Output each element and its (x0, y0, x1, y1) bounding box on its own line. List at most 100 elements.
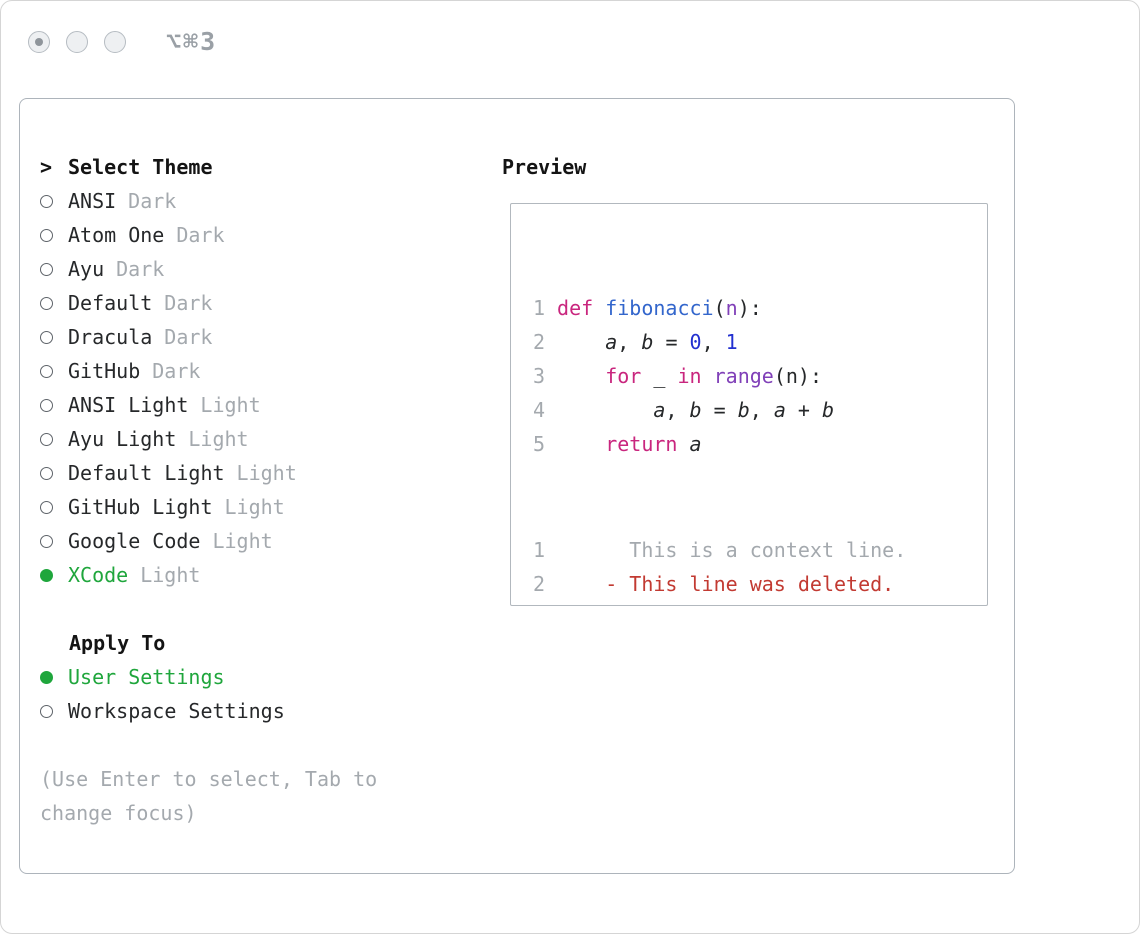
radio-icon (40, 432, 53, 446)
traffic-light-minimize[interactable] (66, 30, 88, 53)
traffic-light-zoom[interactable] (104, 30, 126, 53)
code-token: in (677, 364, 702, 388)
line-number: 1 (533, 538, 546, 562)
code-token (557, 330, 605, 354)
code-token: _ (641, 364, 678, 388)
code-token (557, 364, 605, 388)
line-number: 2 (533, 330, 546, 354)
apply-option-user-settings[interactable]: User Settings (40, 660, 445, 694)
theme-name: ANSI Light (68, 393, 189, 417)
apply-option-label: User Settings (68, 665, 225, 689)
code-token: b (737, 398, 750, 422)
theme-name: Ayu Light (68, 427, 177, 451)
theme-option-github[interactable]: GitHub Dark (40, 354, 445, 388)
line-number: 3 (533, 364, 546, 388)
code-token: fibonacci (605, 296, 714, 320)
theme-variant: Dark (152, 359, 201, 383)
radio-icon (40, 364, 53, 378)
theme-variant: Light (236, 461, 297, 485)
diff-line-deleted: 2 - This line was deleted. (533, 567, 987, 601)
theme-variant: Dark (116, 257, 165, 281)
code-token: 0 (689, 330, 702, 354)
theme-option-xcode[interactable]: XCode Light (40, 558, 445, 592)
code-token: def (557, 296, 606, 320)
theme-name: GitHub (68, 359, 141, 383)
code-token: (n): (773, 364, 822, 388)
traffic-light-dot-icon (35, 37, 43, 46)
theme-name: ANSI (68, 189, 117, 213)
code-token: 1 (725, 330, 738, 354)
diff-line-context: 1 This is a context line. (533, 533, 987, 567)
radio-icon (40, 228, 53, 242)
theme-option-ansi-light[interactable]: ANSI Light Light (40, 388, 445, 422)
code-token: = (701, 398, 738, 422)
diff-text: This line was deleted. (629, 572, 895, 596)
code-token: b (641, 330, 654, 354)
theme-variant: Light (140, 563, 201, 587)
radio-icon (40, 330, 53, 344)
diff-marker: - (557, 572, 630, 596)
theme-variant: Light (200, 393, 261, 417)
code-token (702, 364, 714, 388)
code-line: 4 a, b = b, a + b (533, 393, 987, 427)
apply-option-label: Workspace Settings (68, 699, 285, 723)
theme-option-ayu[interactable]: Ayu Dark (40, 252, 445, 286)
theme-variant: Dark (164, 291, 213, 315)
theme-name: Atom One (68, 223, 165, 247)
code-token: ( (713, 296, 726, 320)
theme-option-default[interactable]: Default Dark (40, 286, 445, 320)
theme-variant: Light (188, 427, 249, 451)
code-line: 3 for _ in range(n): (533, 359, 987, 393)
code-token: b (689, 398, 702, 422)
radio-selected-icon (40, 568, 53, 582)
code-token: a (653, 398, 666, 422)
code-token (677, 432, 689, 456)
select-theme-title: Select Theme (68, 155, 213, 179)
theme-name: Default (68, 291, 153, 315)
radio-icon (40, 500, 53, 514)
theme-name: XCode (68, 563, 129, 587)
theme-variant: Light (212, 529, 273, 553)
theme-option-google-code[interactable]: Google Code Light (40, 524, 445, 558)
apply-option-workspace-settings[interactable]: Workspace Settings (40, 694, 445, 728)
code-line: 2 a, b = 0, 1 (533, 325, 987, 359)
radio-icon (40, 262, 53, 276)
theme-name: Ayu (68, 257, 105, 281)
window-shortcut-label: ⌥⌘3 (166, 27, 218, 56)
select-theme-header: >Select Theme (40, 150, 445, 184)
code-token: return (605, 432, 678, 456)
code-token: , (617, 330, 642, 354)
code-token: n (725, 296, 738, 320)
theme-option-ayu-light[interactable]: Ayu Light Light (40, 422, 445, 456)
theme-option-default-light[interactable]: Default Light Light (40, 456, 445, 490)
code-token: = (653, 330, 690, 354)
code-token: range (713, 364, 774, 388)
preview-header: Preview (502, 155, 587, 179)
apply-to-header: Apply To (69, 631, 166, 655)
line-number: 2 (533, 572, 546, 596)
titlebar: ⌥⌘3 (28, 27, 217, 56)
code-token: , (749, 398, 774, 422)
radio-icon (40, 704, 53, 718)
theme-name: Dracula (68, 325, 153, 349)
code-token: a (773, 398, 786, 422)
theme-name: GitHub Light (68, 495, 213, 519)
theme-name: Google Code (68, 529, 201, 553)
theme-name: Default Light (68, 461, 225, 485)
radio-icon (40, 534, 53, 548)
traffic-light-close[interactable] (28, 30, 50, 53)
diff-line-added: 2 + This line was added. (533, 601, 987, 605)
code-token: + (785, 398, 822, 422)
